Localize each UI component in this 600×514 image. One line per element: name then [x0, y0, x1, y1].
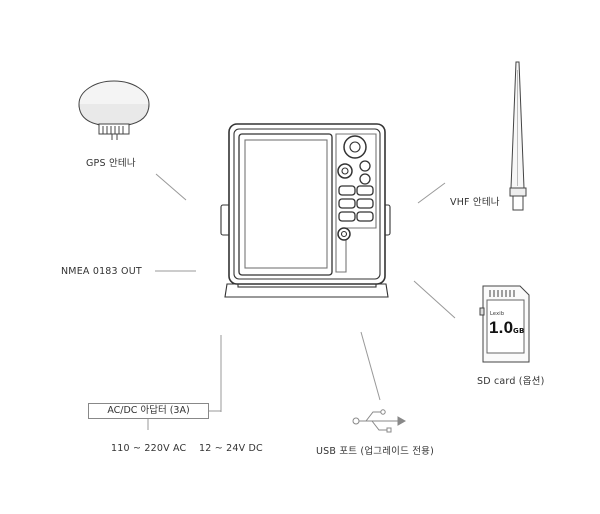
adapter-box: AC/DC 아답터 (3A) — [88, 403, 209, 419]
gps-antenna-label: GPS 안테나 — [86, 158, 136, 169]
ac-input-label: 110 ~ 220V AC — [111, 443, 187, 454]
usb-leader — [360, 331, 381, 401]
gps-leader — [155, 173, 187, 201]
sd-card-capacity: 1.0 — [489, 318, 514, 337]
sd-card-unit: GB — [513, 327, 525, 335]
vhf-antenna-label: VHF 안테나 — [450, 197, 500, 208]
usb-symbol-icon — [352, 409, 407, 433]
sd-card-brand: Lexib — [490, 311, 505, 317]
usb-port-label: USB 포트 (업그레이드 전용) — [316, 446, 435, 457]
vhf-leader — [417, 182, 446, 204]
leader-lines — [147, 173, 456, 430]
sd-card-label: SD card (옵션) — [477, 376, 545, 387]
vhf-antenna-icon — [509, 61, 527, 211]
sd-card-icon — [479, 285, 530, 363]
device-unit — [220, 123, 391, 298]
gps-antenna-icon — [78, 80, 150, 140]
adapter-label: AC/DC 아답터 (3A) — [107, 405, 190, 416]
dc-input-label: 12 ~ 24V DC — [199, 443, 263, 454]
sd-leader — [413, 280, 456, 319]
nmea-out-label: NMEA 0183 OUT — [61, 266, 142, 277]
